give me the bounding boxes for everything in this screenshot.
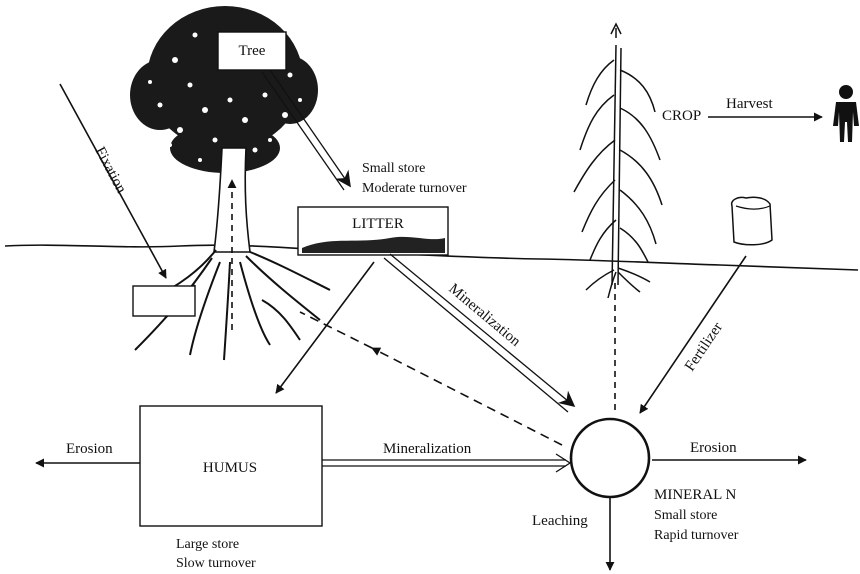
- fertilizer-arrow: [639, 255, 747, 414]
- tree-uptake-dashed-tail: [299, 311, 373, 349]
- humus-store-text: Large store: [176, 537, 239, 552]
- tree-box: [217, 31, 287, 71]
- litter-store-text: Small store: [362, 161, 425, 176]
- humus-label: HUMUS: [203, 460, 257, 476]
- litter-layer: [302, 236, 445, 253]
- fertilizer-bag-icon: [730, 196, 773, 246]
- humus-box: [139, 405, 323, 527]
- litter-to-humus-arrow: [275, 261, 375, 394]
- fixation-label: Fixation: [91, 144, 129, 196]
- mineral-erosion-label: Erosion: [690, 440, 737, 456]
- litter-pool: LITTER: [297, 206, 449, 256]
- tree-label: Tree: [239, 43, 266, 59]
- litter-mineralization-arrow: [383, 253, 576, 413]
- tree-uptake-dashed-arrow: [371, 347, 563, 446]
- humus-erosion-label: Erosion: [66, 441, 113, 457]
- humus-mineralization-arrow: [322, 453, 572, 473]
- litter-mineralization-label: Mineralization: [445, 281, 523, 350]
- mineral-turnover-text: Rapid turnover: [654, 528, 739, 543]
- corn-plant-icon: [573, 22, 663, 299]
- fixation-arrow: [59, 83, 167, 279]
- litter-label: LITTER: [352, 216, 404, 232]
- fertilizer-label: Fertilizer: [682, 320, 726, 375]
- person-icon: [833, 85, 859, 142]
- leaching-label: Leaching: [532, 513, 588, 529]
- humus-mineralization-label: Mineralization: [383, 441, 472, 457]
- litter-turnover-text: Moderate turnover: [362, 181, 467, 196]
- mineral-n-pool: [569, 417, 651, 499]
- nodule-box: [132, 285, 196, 317]
- litterfall-arrow: [261, 69, 351, 191]
- crop-label: CROP: [662, 108, 701, 124]
- humus-turnover-text: Slow turnover: [176, 556, 256, 571]
- mineral-store-text: Small store: [654, 508, 717, 523]
- mineral-n-title: MINERAL N: [654, 487, 737, 503]
- harvest-label: Harvest: [726, 96, 773, 112]
